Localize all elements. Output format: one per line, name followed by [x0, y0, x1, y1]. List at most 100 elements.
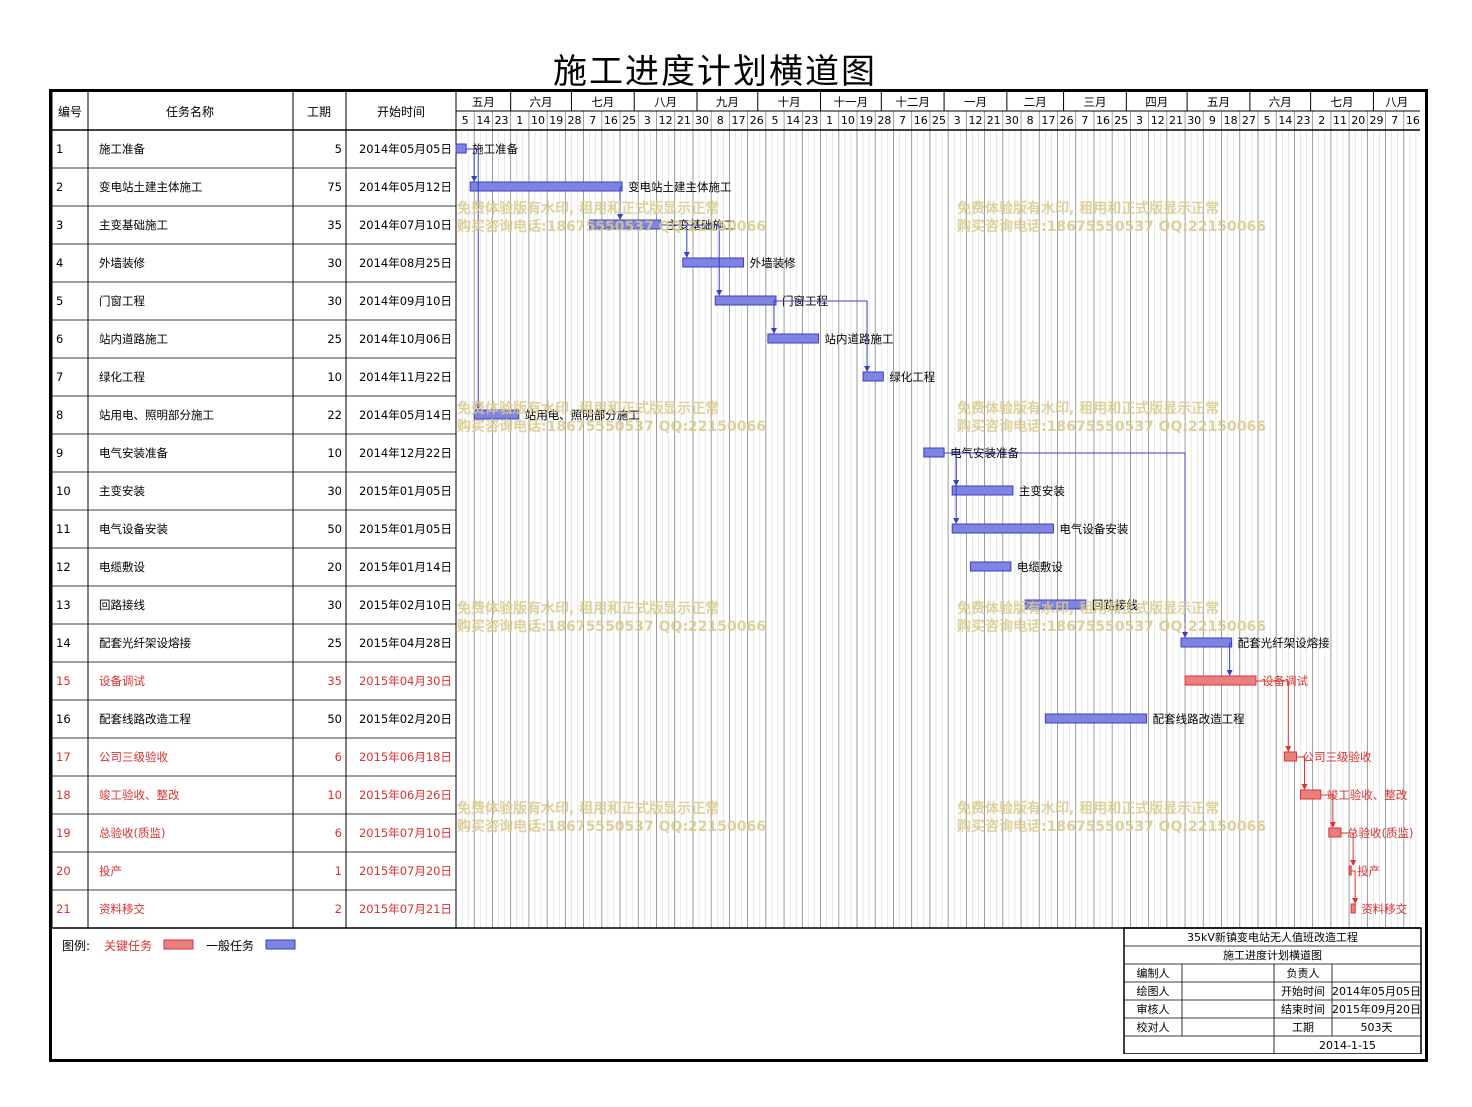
bar-label: 主变安装 — [1019, 484, 1065, 498]
dependency-arrow — [1285, 746, 1292, 752]
page-title: 施工进度计划横道图 — [553, 52, 877, 92]
task-duration: 5 — [335, 142, 342, 156]
task-duration: 6 — [335, 826, 342, 840]
task-start: 2015年06月18日 — [359, 750, 452, 764]
dependency-link — [944, 452, 1186, 637]
dependency-link — [1255, 680, 1289, 751]
legend-critical-label: 关键任务 — [104, 938, 152, 953]
tick-label: 17 — [1041, 114, 1055, 127]
task-duration: 30 — [327, 294, 342, 308]
task-bar — [969, 561, 1012, 572]
tick-label: 26 — [1060, 114, 1074, 127]
month-label: 八月 — [654, 95, 677, 109]
task-name: 竣工验收、整改 — [99, 788, 180, 802]
dependency-link — [1351, 870, 1356, 903]
task-id: 9 — [56, 446, 63, 460]
bar-label: 回路接线 — [1092, 598, 1138, 612]
header-duration: 工期 — [307, 105, 331, 119]
task-duration: 25 — [327, 332, 342, 346]
month-label: 九月 — [716, 95, 739, 109]
task-name: 电缆敷设 — [99, 560, 145, 574]
task-id: 5 — [56, 294, 63, 308]
task-name: 回路接线 — [99, 598, 145, 612]
month-label: 四月 — [1145, 95, 1168, 109]
tick-label: 11 — [1333, 114, 1347, 127]
tick-label: 5 — [462, 114, 469, 127]
tick-label: 29 — [1369, 114, 1383, 127]
task-id: 7 — [56, 370, 63, 384]
dependency-link — [1296, 756, 1306, 789]
bar-label: 外墙装修 — [750, 256, 796, 270]
task-id: 14 — [56, 636, 71, 650]
month-label: 七月 — [1331, 95, 1354, 109]
drawing-name: 施工进度计划横道图 — [1223, 948, 1322, 962]
task-start: 2014年09月10日 — [359, 294, 452, 308]
tick-label: 7 — [1081, 114, 1088, 127]
tick-label: 19 — [549, 114, 563, 127]
task-start: 2014年07月10日 — [359, 218, 452, 232]
tick-label: 28 — [567, 114, 581, 127]
task-bar — [862, 371, 884, 382]
dependency-arrow — [716, 290, 723, 296]
dependency-link — [1341, 832, 1354, 865]
dependency-arrow — [683, 252, 690, 258]
task-bar — [682, 257, 745, 268]
tick-label: 16 — [604, 114, 618, 127]
task-name: 外墙装修 — [99, 256, 145, 270]
bar-label: 绿化工程 — [889, 370, 935, 384]
tick-label: 8 — [1027, 114, 1034, 127]
task-bar — [1024, 599, 1087, 610]
task-duration: 20 — [327, 560, 342, 574]
tick-label: 21 — [1169, 114, 1183, 127]
legend-title: 图例: — [62, 939, 90, 953]
task-duration: 10 — [327, 788, 342, 802]
legend-critical-swatch — [163, 939, 194, 950]
task-bar — [455, 143, 467, 154]
task-start: 2014年11月22日 — [359, 370, 452, 384]
bar-label: 变电站土建主体施工 — [628, 180, 732, 194]
project-name: 35kV新镇变电站无人值班改造工程 — [1187, 930, 1358, 944]
info-value: 503天 — [1361, 1021, 1393, 1034]
month-label: 六月 — [1269, 95, 1292, 109]
tick-label: 23 — [1297, 114, 1311, 127]
chart-frame — [49, 89, 1428, 1062]
task-name: 主变基础施工 — [99, 218, 168, 232]
task-bar — [589, 219, 662, 230]
task-id: 21 — [56, 902, 71, 916]
task-bar — [1044, 713, 1148, 724]
tick-label: 8 — [717, 114, 724, 127]
header-id: 编号 — [58, 104, 82, 119]
bar-label: 资料移交 — [1361, 902, 1407, 916]
tick-label: 23 — [495, 114, 509, 127]
task-start: 2015年07月20日 — [359, 864, 452, 878]
tick-label: 7 — [1391, 114, 1398, 127]
tick-label: 26 — [750, 114, 764, 127]
task-id: 6 — [56, 332, 63, 346]
tick-label: 14 — [786, 114, 800, 127]
task-name: 变电站土建主体施工 — [99, 180, 203, 194]
tick-label: 3 — [954, 114, 961, 127]
bar-label: 配套光纤架设熔接 — [1238, 636, 1330, 650]
month-label: 七月 — [591, 95, 614, 109]
task-id: 10 — [56, 484, 71, 498]
drawing-date: 2014-1-15 — [1319, 1039, 1376, 1052]
tick-label: 5 — [771, 114, 778, 127]
bar-label: 站内道路施工 — [825, 332, 894, 346]
task-name: 站内道路施工 — [99, 332, 168, 346]
tick-label: 23 — [804, 114, 818, 127]
tick-label: 17 — [732, 114, 746, 127]
info-label: 结束时间 — [1281, 1003, 1325, 1016]
tick-label: 7 — [899, 114, 906, 127]
info-label: 校对人 — [1137, 1020, 1170, 1034]
month-label: 一月 — [964, 95, 987, 109]
bar-label: 投产 — [1357, 864, 1380, 878]
task-id: 13 — [56, 598, 71, 612]
bar-label: 竣工验收、整改 — [1327, 788, 1408, 802]
task-id: 16 — [56, 712, 71, 726]
dependency-arrow — [1301, 784, 1308, 790]
dependency-arrow — [1329, 822, 1336, 828]
task-bar — [767, 333, 820, 344]
task-start: 2014年12月22日 — [359, 446, 452, 460]
task-duration: 35 — [327, 674, 342, 688]
